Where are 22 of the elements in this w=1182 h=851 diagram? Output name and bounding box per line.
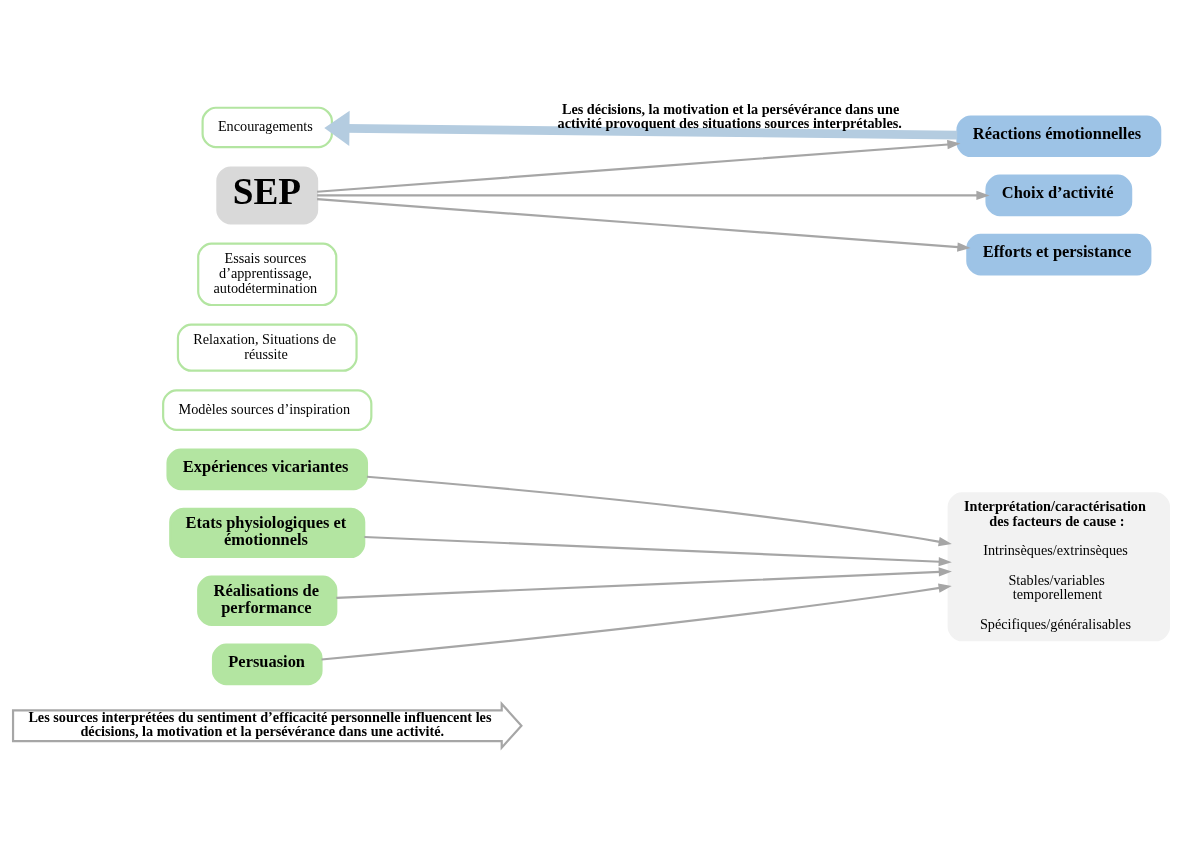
arrow: [317, 198, 971, 252]
node-box: Réalisations de performance: [197, 575, 338, 626]
node-box: Essais sources d’apprentissage, autodétermination: [197, 242, 338, 307]
edge-label: Les décisions, la motivation et la persévérance dans une activité provoquent des situations sources interprétables.: [557, 100, 902, 131]
node-box: SEP: [216, 166, 319, 225]
node-box: Relaxation, Situations de réussite: [176, 323, 358, 372]
arrow: [321, 583, 952, 661]
node-box: Modèles sources d’inspiration: [162, 389, 373, 431]
node-box: Etats physiologiques et émotionnels: [169, 507, 366, 559]
arrow: [336, 567, 952, 599]
arrow: [317, 190, 990, 201]
node-box: Interprétation/caractérisation des facteurs de cause : Intrinsèques/extrinsèques Stables/variables temporellement Spécifiques/généralisables: [947, 492, 1171, 642]
node-box: Choix d’activité: [985, 174, 1133, 217]
arrow: [364, 535, 952, 567]
node-box: Réactions émotionnelles: [956, 115, 1162, 158]
arrow: [317, 139, 961, 193]
node-box: Efforts et persistance: [966, 233, 1152, 276]
node-box: Encouragements: [201, 106, 333, 149]
node-box: Expériences vicariantes: [166, 448, 369, 491]
node-box: Persuasion: [211, 643, 323, 686]
arrow: [366, 475, 952, 547]
arrow: [324, 110, 958, 146]
